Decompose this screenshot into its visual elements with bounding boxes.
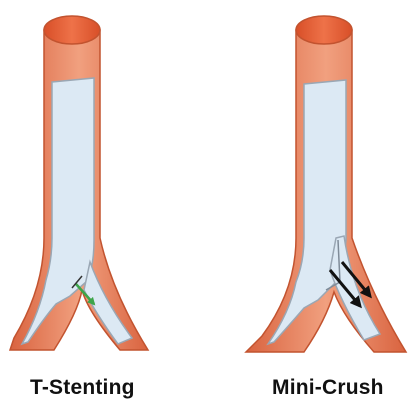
mini-crush-caption: Mini-Crush	[272, 376, 384, 400]
vessel-top-cap	[44, 16, 100, 44]
t-stenting-caption: T-Stenting	[30, 376, 135, 400]
mini-crush-panel	[246, 16, 406, 352]
vessel-top-cap	[296, 16, 352, 44]
t-stenting-panel	[10, 16, 148, 350]
main-branch-stent	[268, 80, 346, 344]
